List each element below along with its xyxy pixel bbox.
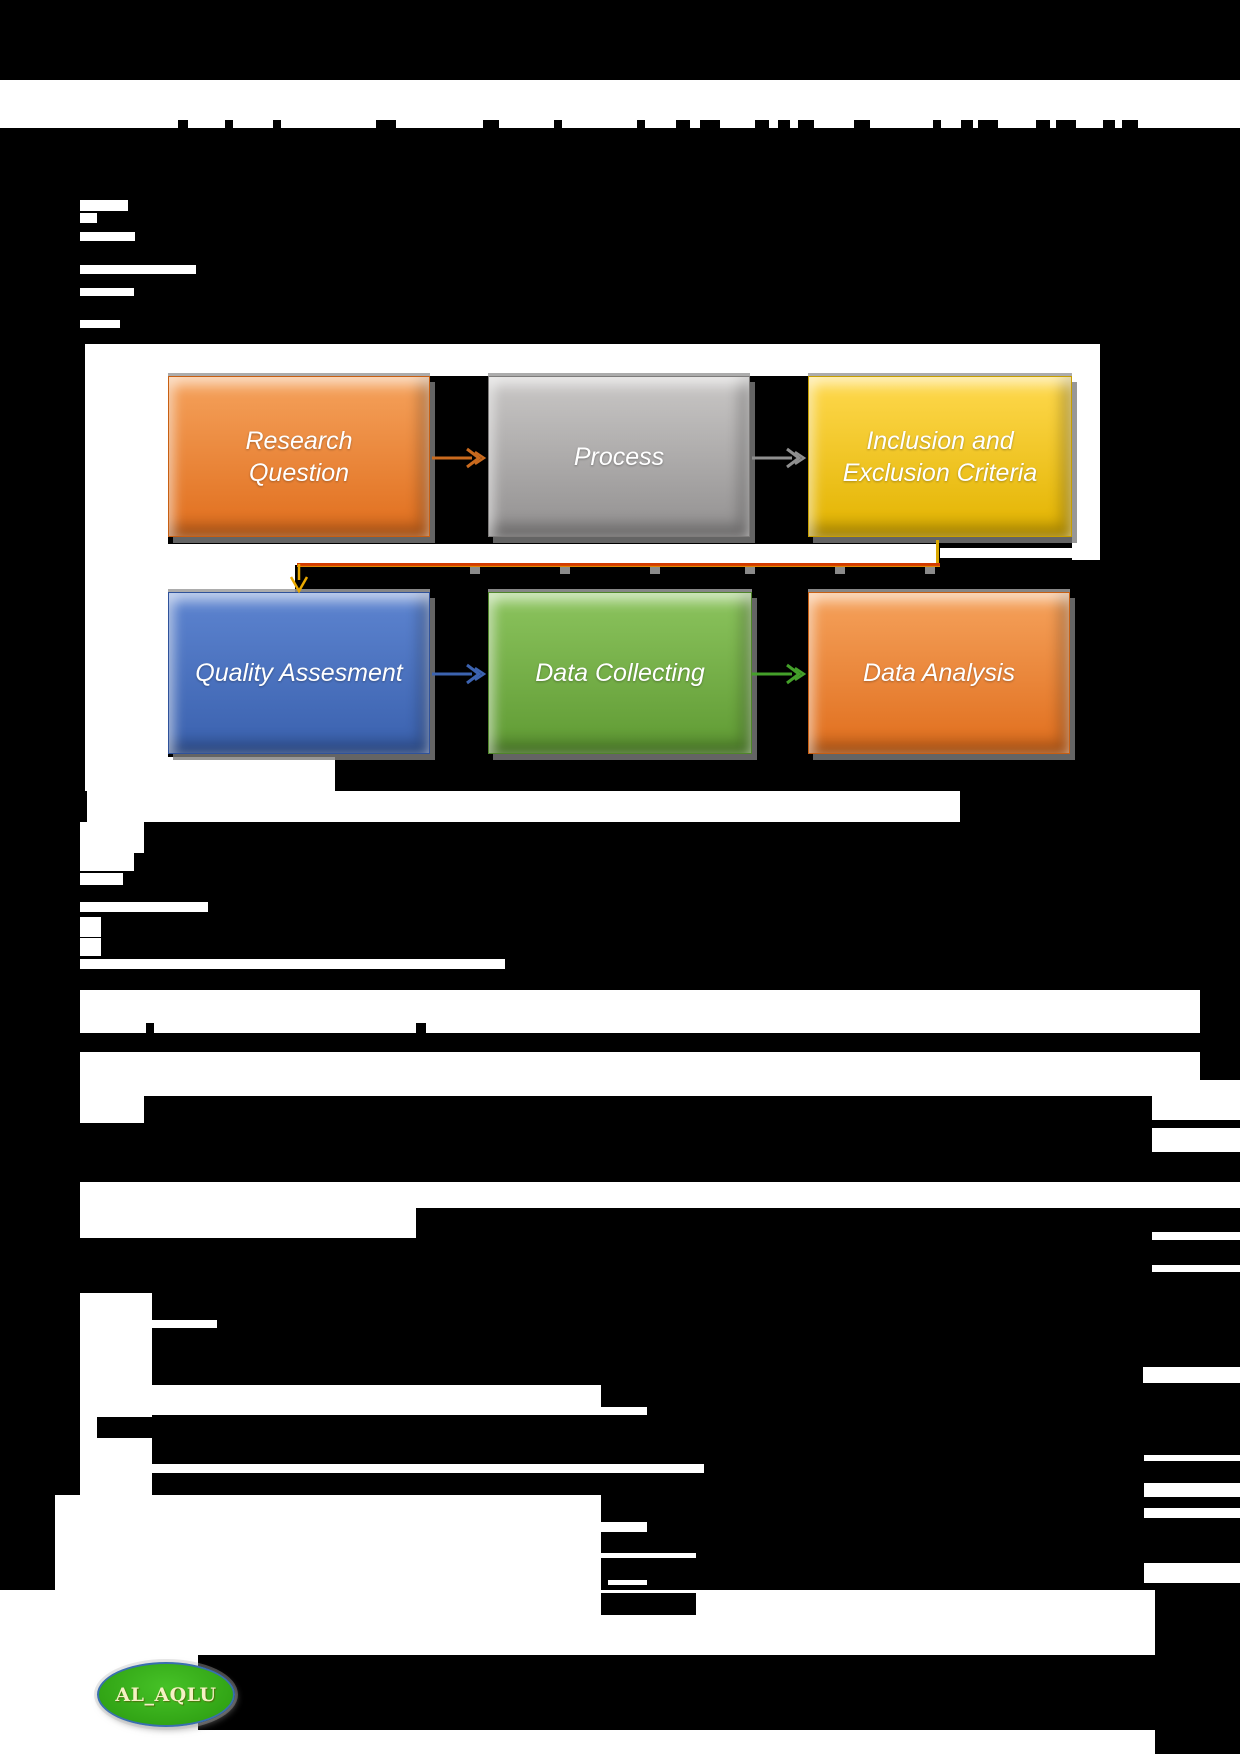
- heading-letter-fragment: [376, 120, 396, 128]
- connector-line: [297, 563, 940, 567]
- paper-white-patch: [1072, 344, 1100, 560]
- paper-white-patch: [55, 1495, 601, 1590]
- paper-white-patch: [1152, 1128, 1240, 1152]
- heading-letter-fragment: [798, 120, 814, 128]
- paper-white-patch: [80, 232, 135, 241]
- paper-white-patch: [0, 1730, 1155, 1754]
- paper-white-patch: [80, 1464, 704, 1473]
- al-aqlu-logo: AL_AQLU: [97, 1662, 235, 1727]
- paper-white-patch: [80, 1208, 416, 1238]
- heading-letter-fragment: [1036, 120, 1050, 128]
- paper-white-patch: [80, 1417, 97, 1438]
- paper-white-patch: [1144, 1563, 1240, 1583]
- arrow-right-icon: [432, 663, 487, 685]
- connector-tick: [925, 566, 935, 574]
- paper-white-patch: [85, 757, 335, 791]
- arrow-right-icon: [432, 447, 487, 469]
- heading-letter-fragment: [700, 120, 720, 128]
- paper-white-patch: [1144, 1483, 1240, 1497]
- arrow-down-icon: [289, 564, 309, 594]
- paper-white-patch: [599, 1522, 647, 1532]
- paper-white-patch: [80, 1385, 601, 1415]
- paper-white-patch: [80, 1096, 144, 1123]
- flow-node-process: Process: [488, 376, 750, 537]
- redacted-text-block: [416, 1023, 426, 1033]
- connector-stub: [936, 540, 939, 563]
- heading-letter-fragment: [178, 120, 188, 128]
- redacted-text-block: [335, 768, 965, 791]
- paper-white-patch: [85, 344, 1100, 376]
- heading-letter-fragment: [483, 120, 499, 128]
- paper-white-patch: [80, 200, 128, 211]
- paper-white-patch: [80, 320, 120, 328]
- paper-white-patch: [80, 917, 101, 937]
- paper-white-patch: [940, 548, 1100, 558]
- arrow-right-icon: [752, 663, 807, 685]
- flow-node-inclusion-exclusion-criteria: Inclusion and Exclusion Criteria: [808, 376, 1072, 537]
- paper-white-patch: [0, 80, 1240, 128]
- heading-letter-fragment: [933, 120, 941, 128]
- redacted-text-block: [198, 1655, 1155, 1730]
- paper-white-patch: [1152, 1232, 1240, 1240]
- connector-tick: [650, 566, 660, 574]
- paper-white-patch: [601, 1407, 647, 1415]
- paper-white-patch: [1144, 1508, 1240, 1518]
- heading-letter-fragment: [225, 120, 233, 128]
- heading-letter-fragment: [1122, 120, 1138, 128]
- paper-white-patch: [85, 544, 937, 565]
- connector-tick: [745, 566, 755, 574]
- flow-node-data-analysis: Data Analysis: [808, 592, 1070, 754]
- paper-white-patch: [80, 213, 97, 223]
- paper-white-patch: [80, 288, 134, 296]
- paper-white-patch: [1152, 1265, 1240, 1272]
- paper-white-patch: [80, 853, 134, 871]
- heading-letter-fragment: [637, 120, 645, 128]
- paper-white-patch: [1143, 1367, 1240, 1383]
- paper-white-patch: [80, 873, 123, 885]
- paper-white-patch: [80, 938, 101, 956]
- heading-letter-fragment: [778, 120, 790, 128]
- connector-tick: [470, 566, 480, 574]
- arrow-right-icon: [752, 447, 807, 469]
- redacted-text-block: [146, 1023, 154, 1033]
- heading-letter-fragment: [273, 120, 281, 128]
- paper-white-patch: [608, 1580, 647, 1585]
- paper-white-patch: [80, 265, 196, 274]
- paper-white-patch: [1144, 1455, 1240, 1461]
- paper-white-patch: [87, 791, 960, 822]
- paper-white-patch: [80, 822, 144, 853]
- flow-node-quality-assesment: Quality Assesment: [168, 592, 430, 754]
- flow-node-research-question: Research Question: [168, 376, 430, 537]
- paper-white-patch: [80, 1052, 1200, 1096]
- paper-white-patch: [80, 990, 1200, 1033]
- paper-white-patch: [80, 1182, 1240, 1208]
- paper-white-patch: [80, 902, 208, 912]
- heading-letter-fragment: [755, 120, 769, 128]
- heading-letter-fragment: [554, 120, 562, 128]
- flow-node-data-collecting: Data Collecting: [488, 592, 752, 754]
- paper-white-patch: [85, 565, 295, 592]
- heading-letter-fragment: [961, 120, 973, 128]
- heading-letter-fragment: [1056, 120, 1076, 128]
- al-aqlu-logo-text: AL_AQLU: [115, 1683, 217, 1706]
- redacted-text-block: [601, 1593, 696, 1615]
- heading-letter-fragment: [854, 120, 870, 128]
- paper-white-patch: [599, 1553, 696, 1558]
- heading-letter-fragment: [676, 120, 690, 128]
- heading-letter-fragment: [1103, 120, 1115, 128]
- heading-letter-fragment: [978, 120, 998, 128]
- paper-white-patch: [0, 1590, 1155, 1655]
- connector-tick: [835, 566, 845, 574]
- paper-white-patch: [80, 959, 505, 969]
- connector-tick: [560, 566, 570, 574]
- paper-white-patch: [1152, 1080, 1240, 1120]
- paper-white-patch: [152, 1320, 217, 1328]
